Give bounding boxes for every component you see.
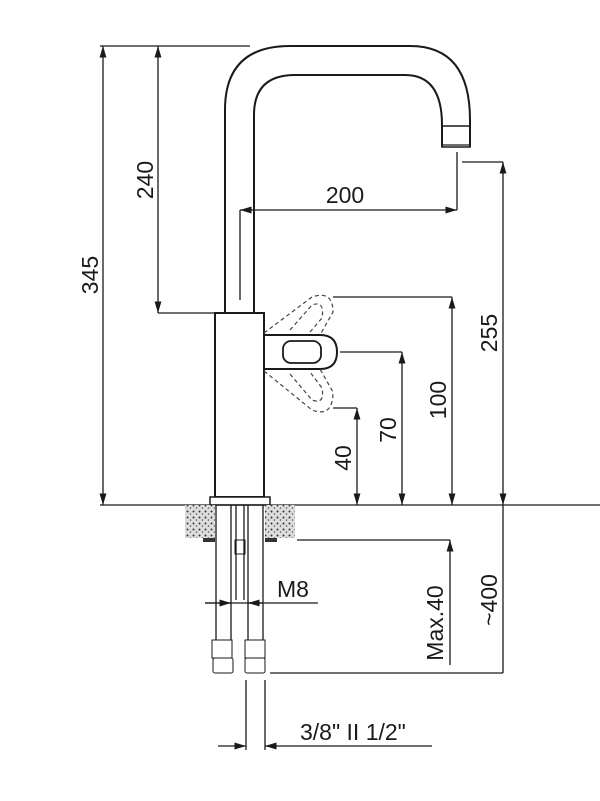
dim-connections: 3/8" II 1/2" [300,719,406,745]
dim-spout-height: 240 [132,161,158,199]
counter-section-right [265,505,295,538]
dim-handle-mid: 70 [375,417,401,443]
faucet-spout [224,45,471,313]
faucet-body [214,312,265,498]
dim-thread: M8 [277,576,309,602]
dim-max-counter: Max.40 [422,585,448,660]
dim-handle-down: 40 [330,445,356,471]
dim-outlet-height: 255 [476,314,502,352]
dim-total-height: 345 [77,256,103,294]
counter-section-left [185,505,215,538]
base-plate [209,496,271,506]
lever-handle [263,294,339,413]
supply-hoses [211,505,266,674]
dim-hose-length: ~400 [476,574,502,626]
dim-spout-reach: 200 [326,182,364,208]
dimension-lines [99,45,507,750]
dim-handle-up: 100 [425,381,451,419]
